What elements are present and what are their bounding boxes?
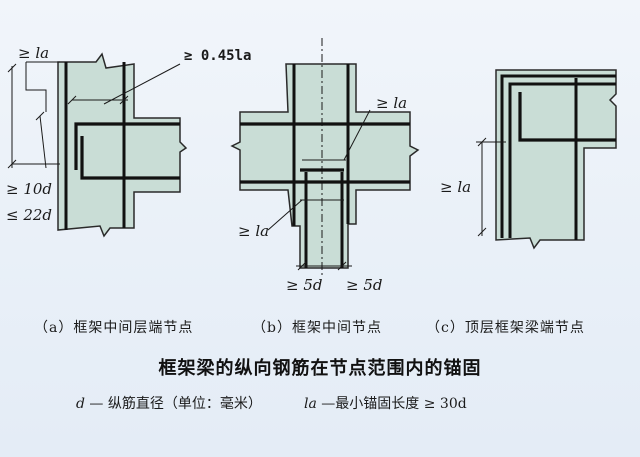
joint-c-outer-bar bbox=[500, 74, 616, 238]
joint-b-dim-5d-tick2 bbox=[337, 261, 347, 271]
joint-c-concrete bbox=[495, 69, 617, 250]
legend-d: d — 纵筋直径（单位：毫米） bbox=[76, 393, 262, 413]
legend-la: la —最小锚固长度 ≥ 30d bbox=[304, 393, 467, 413]
joint-b-label-5d-left: ≥ 5d bbox=[286, 276, 322, 294]
joint-a-dim-vertical-tick-top bbox=[7, 63, 17, 73]
joint-b-concrete bbox=[230, 63, 420, 269]
joint-c-second-bar bbox=[508, 82, 616, 238]
joint-b-label-la-top: ≥ la bbox=[376, 94, 407, 112]
joint-c-dim-la-tick-bot bbox=[477, 227, 487, 237]
joint-b-label-5d-right: ≥ 5d bbox=[346, 276, 382, 294]
joint-a-dim-10d-tick bbox=[35, 111, 45, 121]
joint-b-dim-la-left-leader bbox=[267, 199, 303, 231]
joint-a-label-045la: ≥ 0.45la bbox=[184, 48, 251, 64]
joint-a-dim-045-tick2 bbox=[119, 95, 129, 105]
legend-la-text: —最小锚固长度 ≥ 30d bbox=[321, 396, 467, 412]
joint-c: ≥ la bbox=[440, 69, 617, 250]
legend-la-symbol: la bbox=[304, 396, 317, 412]
joint-a-dim-045-leader bbox=[103, 63, 181, 105]
joint-a-label-10d: ≥ 10d bbox=[6, 180, 52, 198]
joint-b-label-la-left: ≥ la bbox=[238, 222, 269, 240]
joint-a-dim-10d bbox=[39, 115, 47, 169]
joint-a-dim-la-line bbox=[25, 62, 47, 112]
legend-d-text: — 纵筋直径（单位：毫米） bbox=[89, 396, 262, 412]
joint-a-label-la: ≥ la bbox=[18, 44, 49, 62]
joint-b: ≥ la ≥ la ≥ 5d ≥ 5d bbox=[230, 38, 420, 294]
joint-a-beam-top-bar bbox=[74, 122, 180, 170]
joint-c-label-la: ≥ la bbox=[440, 178, 471, 196]
joint-c-beam-bottom-bar bbox=[518, 92, 616, 142]
caption-c: （c）顶层框架梁端节点 bbox=[426, 320, 585, 336]
joint-b-dim-la-top-leader bbox=[343, 109, 371, 161]
joint-a-label-22d: ≤ 22d bbox=[6, 206, 52, 224]
joint-a-dim-045-tick1 bbox=[67, 95, 77, 105]
diagram-title: 框架梁的纵向钢筋在节点范围内的锚固 bbox=[158, 358, 482, 379]
joint-a-beam-bottom-bar bbox=[80, 136, 180, 180]
caption-a: （a）框架中间层端节点 bbox=[34, 320, 194, 336]
caption-b: （b）框架中间节点 bbox=[252, 320, 382, 336]
joint-a: ≥ la ≥ 0.45la ≥ 10d ≤ 22d bbox=[6, 44, 251, 238]
legend-d-symbol: d bbox=[76, 396, 85, 412]
joint-b-dim-5d-tick1 bbox=[297, 261, 307, 271]
